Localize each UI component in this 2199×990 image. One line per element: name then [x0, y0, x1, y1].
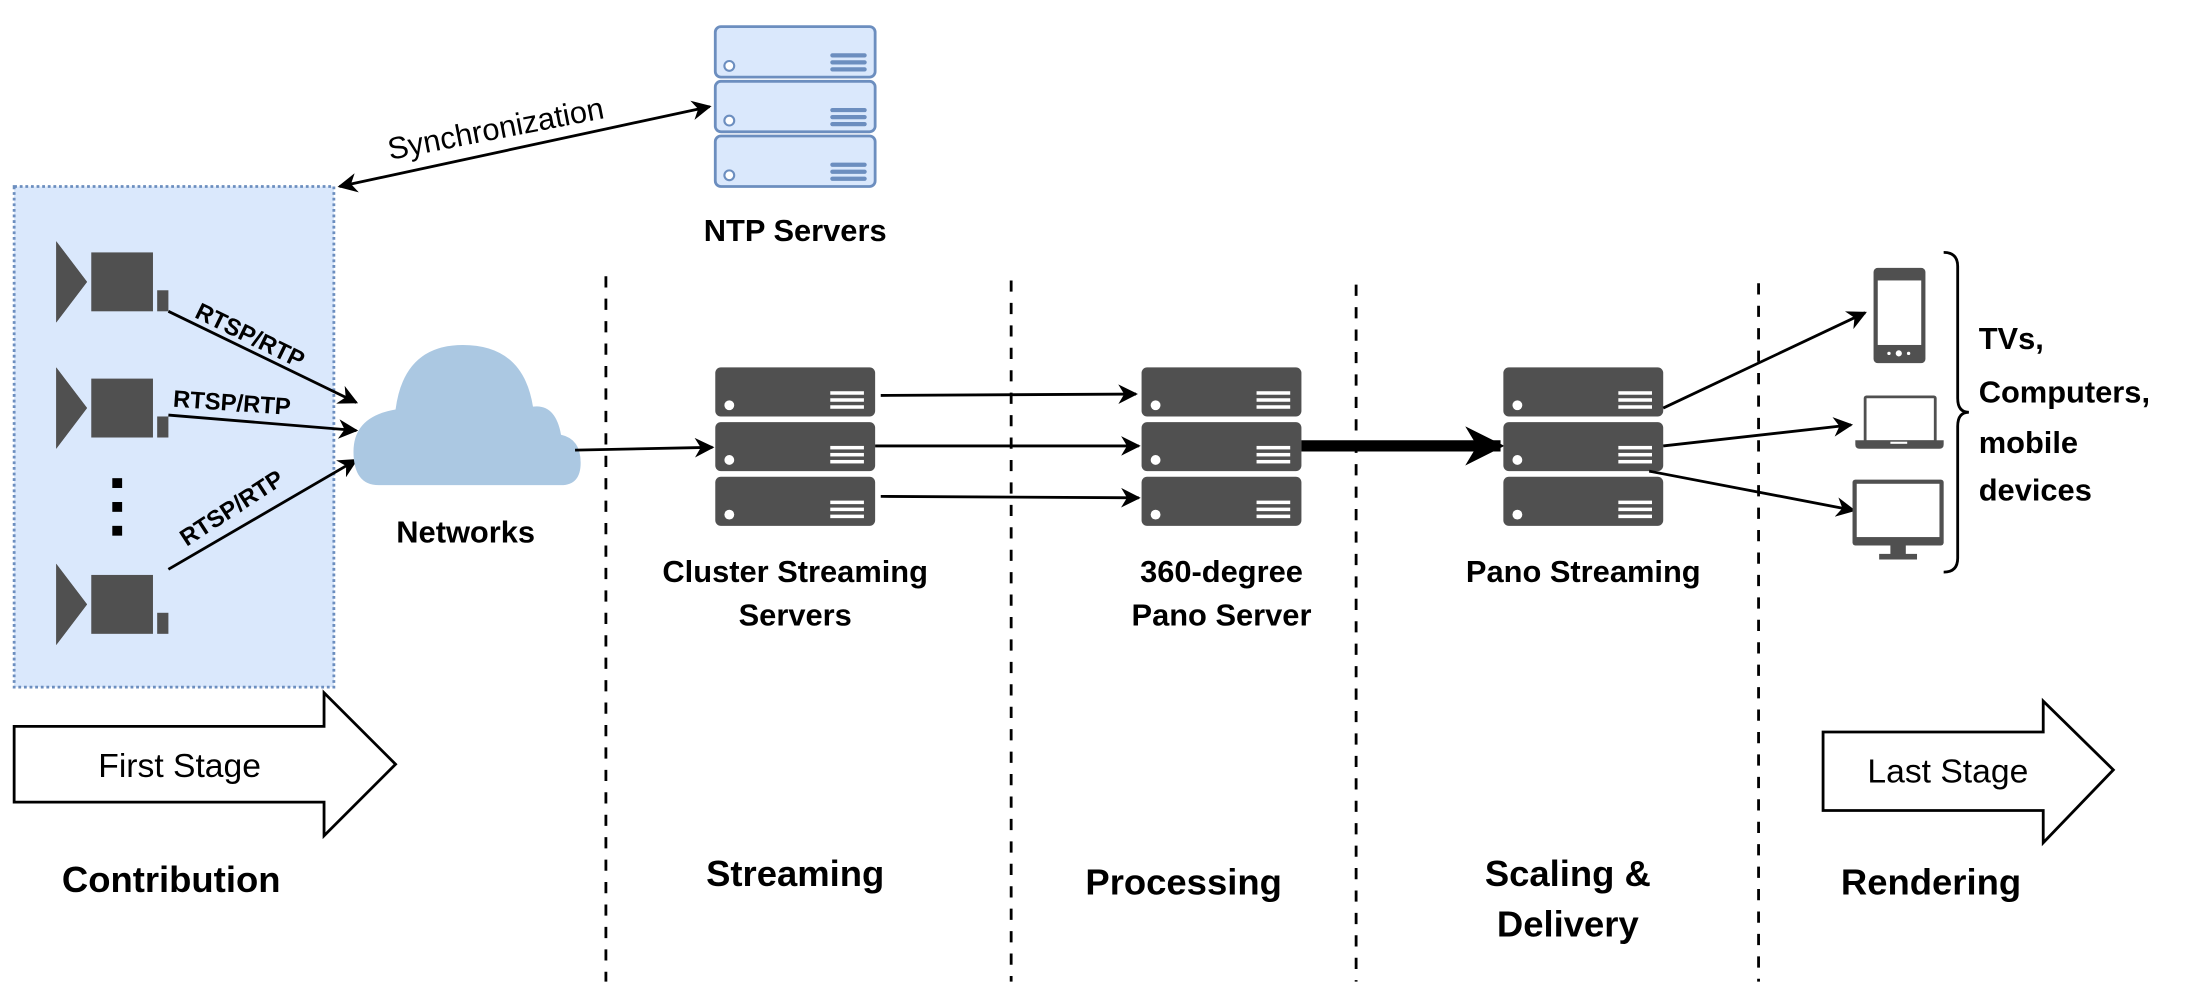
stage-scaling-line1: Scaling & [1485, 853, 1651, 894]
delivery-arrow-laptop [1663, 417, 1854, 448]
stage-processing: Processing [1085, 862, 1281, 903]
smartphone-icon [1873, 267, 1926, 364]
synchronization-label: Synchronization [385, 91, 607, 167]
first-stage-label: First Stage [98, 748, 261, 785]
devices-label-line4: devices [1979, 473, 2092, 508]
cluster-to-pano-arrow-3 [880, 487, 1141, 508]
delivery-arrow-monitor [1648, 469, 1856, 517]
laptop-icon [1855, 395, 1944, 449]
synchronization-arrow [337, 100, 712, 193]
cloud-icon [353, 344, 581, 486]
last-stage-arrow [1821, 697, 2116, 847]
rtsp-arrow-1 [167, 310, 359, 404]
stage-rendering: Rendering [1841, 862, 2021, 903]
rtsp-arrow-2 [168, 413, 359, 439]
ntp-servers-label: NTP Servers [704, 213, 887, 248]
ellipsis-dots [112, 478, 123, 536]
cluster-label-line2: Servers [739, 597, 852, 632]
pano-streaming-servers-icon [1503, 367, 1664, 526]
devices-label-line1: TVs, [1979, 321, 2044, 356]
last-stage-label: Last Stage [1867, 753, 2028, 790]
pano-streaming-label: Pano Streaming [1466, 554, 1701, 589]
monitor-icon [1852, 479, 1944, 560]
rtsp-arrow-3 [167, 458, 358, 571]
stage-separators [604, 276, 1760, 982]
cluster-label-line1: Cluster Streaming [662, 554, 928, 589]
cluster-streaming-servers-icon [715, 367, 876, 526]
cluster-to-pano-arrow-1 [880, 384, 1138, 404]
devices-label-line3: mobile [1979, 425, 2078, 460]
devices-label-line2: Computers, [1979, 374, 2150, 409]
pano-server-label-line1: 360-degree [1140, 554, 1303, 589]
pano-server-icon [1141, 367, 1302, 526]
pano-server-label-line2: Pano Server [1132, 597, 1312, 632]
network-to-cluster-arrow [575, 437, 715, 458]
ntp-servers-icon [713, 25, 877, 188]
first-stage-arrow [12, 689, 398, 840]
stage-streaming: Streaming [706, 853, 884, 894]
networks-label: Networks [396, 515, 535, 550]
delivery-arrow-phone [1662, 311, 1867, 410]
devices-brace [1943, 251, 1970, 574]
stage-contribution: Contribution [62, 859, 281, 900]
stage-scaling-line2: Delivery [1497, 904, 1640, 945]
